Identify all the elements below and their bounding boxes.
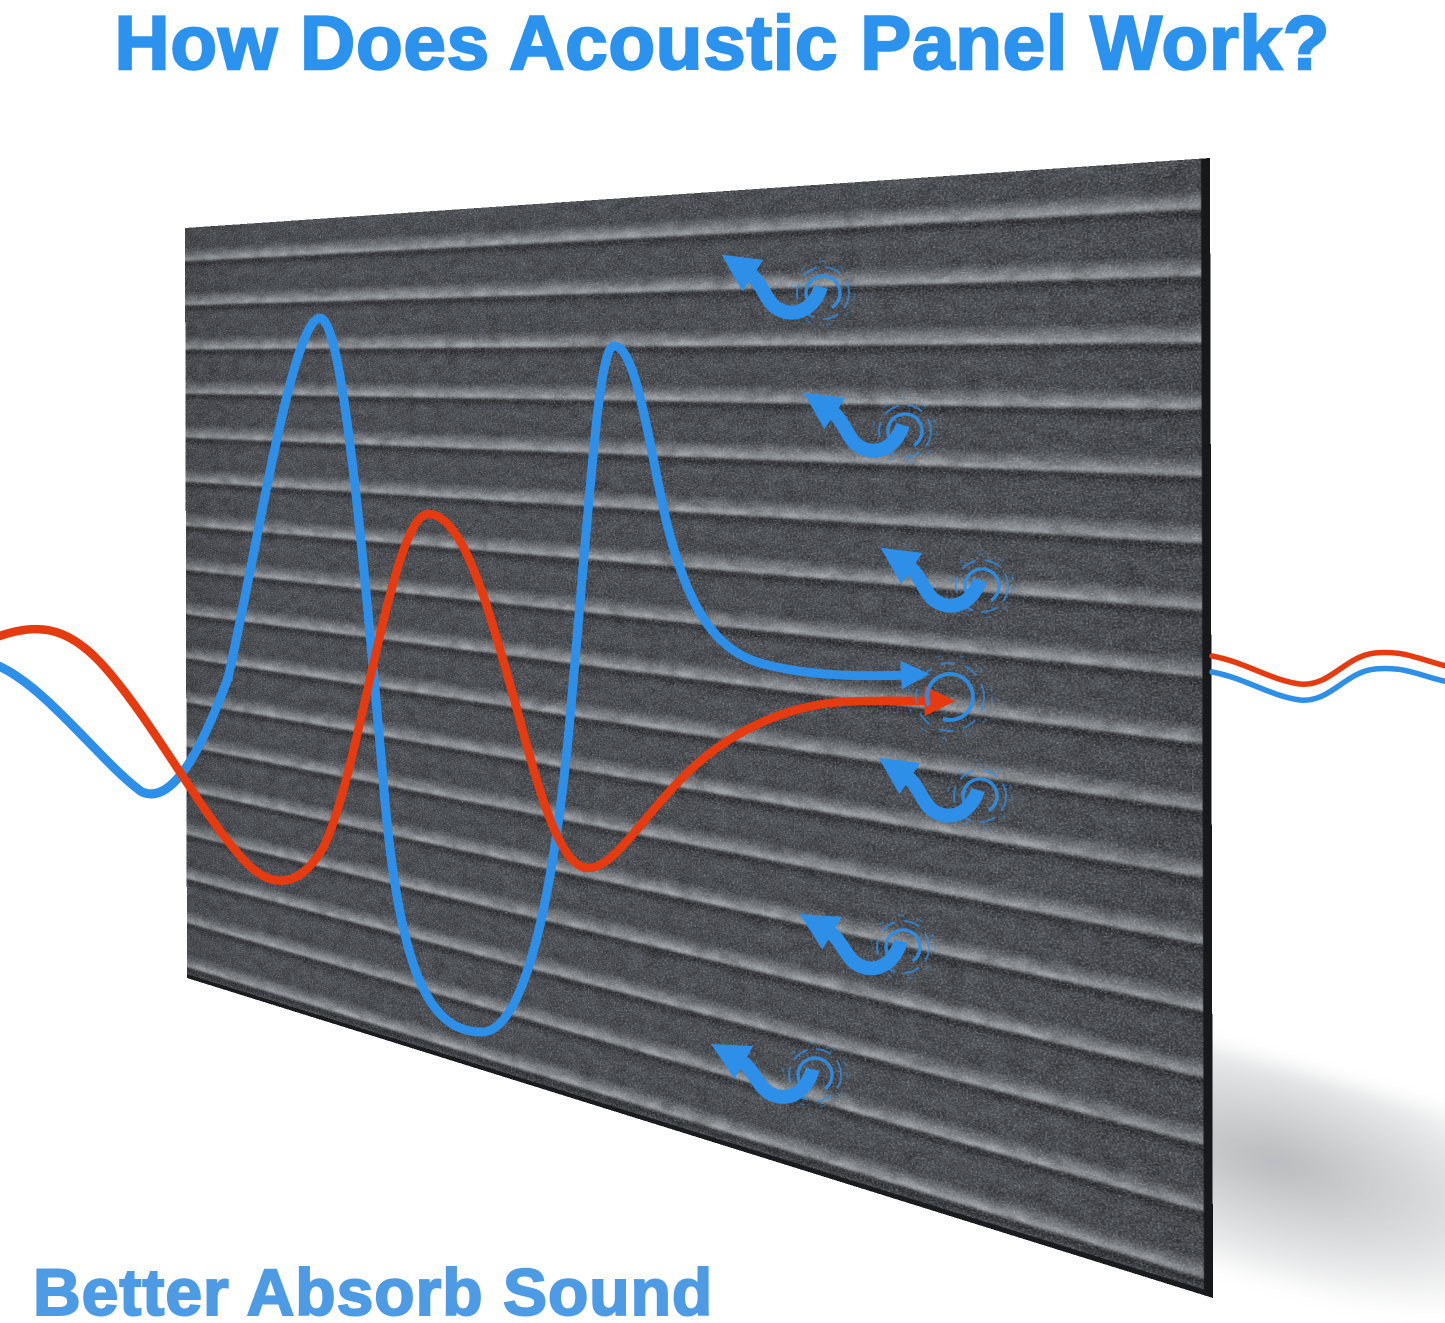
caption: Better Absorb Sound — [32, 1254, 714, 1323]
incoming-sound-wave-blue — [0, 313, 930, 1037]
absorb-bounce-arrow-icon — [906, 764, 1012, 828]
incoming-sound-wave-red — [0, 509, 956, 885]
absorb-bounce-arrow-icon — [739, 1041, 849, 1112]
transmitted-wave-red — [1209, 649, 1445, 687]
center-vibration-rings-icon — [907, 654, 993, 740]
transmitted-wave-blue — [1209, 665, 1445, 703]
absorb-bounce-arrow-icon — [827, 913, 936, 982]
foam-speckle-layer — [185, 158, 1204, 1290]
absorb-bounce-arrow-icon — [831, 399, 937, 463]
foam-texture — [185, 158, 1204, 1290]
absorb-bounce-arrow-icon — [749, 261, 855, 325]
acoustic-foam-panel — [185, 158, 1214, 1299]
page-title: How Does Acoustic Panel Work? — [113, 0, 1331, 87]
absorb-bounce-arrow-icon — [908, 554, 1014, 618]
